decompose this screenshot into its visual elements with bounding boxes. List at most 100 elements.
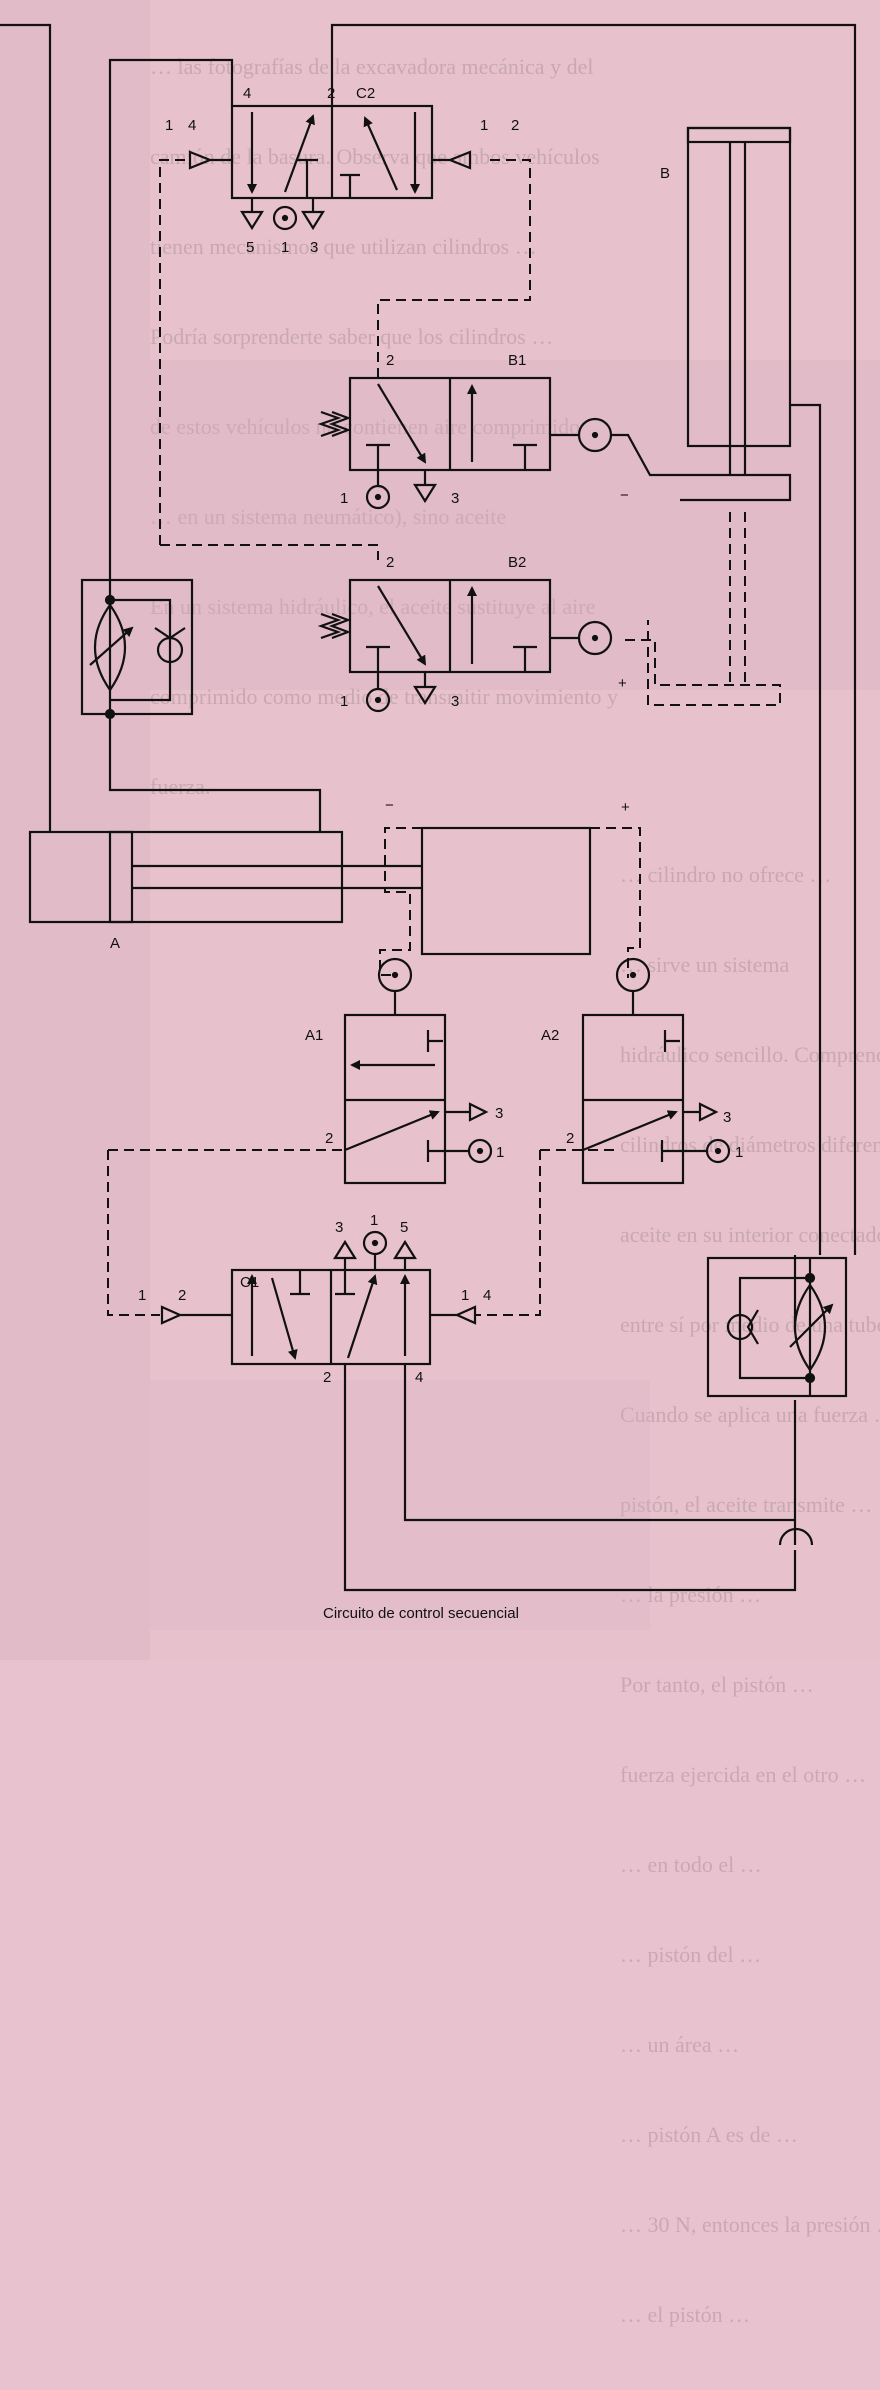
valve-a2-exhaust-3 xyxy=(683,1102,719,1122)
valve-b1-spring-icon xyxy=(317,410,352,438)
valve-a1-roller-icon xyxy=(377,957,413,993)
valve-b2-roller-dot xyxy=(591,634,599,642)
pilot-a2-to-c1-right xyxy=(475,1150,541,1316)
valve-b1-cam-minus xyxy=(611,433,792,502)
cylinder-a-cam-block xyxy=(420,826,592,956)
cylinder-b xyxy=(686,126,792,475)
cam-a-plus-dashed xyxy=(590,827,641,978)
bg-line: fuerza. xyxy=(150,774,211,799)
b2-port-3-label: 3 xyxy=(451,693,459,710)
bg-line: aceite en su interior conectados xyxy=(620,1222,880,1247)
valve-a2 xyxy=(581,957,731,1185)
flow-control-left-node-bottom xyxy=(104,708,116,720)
valve-a2-arrow-2-3 xyxy=(582,1110,678,1152)
flow-control-left-frame xyxy=(80,578,194,716)
c1-port-5-label: 5 xyxy=(400,1219,408,1236)
valve-c2-blocked-b xyxy=(340,173,360,198)
pipe-c2-port4-to-flow-control xyxy=(108,58,234,580)
pipe-flow-control-to-cylinder-a-right xyxy=(108,714,322,832)
valve-a1 xyxy=(343,957,493,1185)
c2-pilot-left-a-label: 1 xyxy=(165,117,173,134)
valve-b2-blocked-3 xyxy=(513,645,537,672)
bg-line: … el pistón … xyxy=(620,2302,751,2327)
bg-line: Cuando se aplica una fuerza … xyxy=(620,1402,880,1427)
a2-port-1-label: 1 xyxy=(735,1144,743,1161)
valve-b2-supply-dot xyxy=(374,696,382,704)
valve-c2 xyxy=(188,104,472,231)
valve-a2-roller-dot xyxy=(629,971,637,979)
valve-a2-blocked-1 xyxy=(660,1140,683,1162)
valve-c1-arrow-2-1 xyxy=(346,1274,378,1359)
c1-pilot-left-a-label: 1 xyxy=(138,1287,146,1304)
a1-port-3-label: 3 xyxy=(495,1105,503,1122)
labels: 4 2 C2 1 4 1 2 5 1 3 2 B1 1 3 − B 2 B2 1… xyxy=(110,85,743,1622)
flow-control-right-bypass xyxy=(738,1276,810,1380)
bg-line: tienen mecanismos que utilizan cilindros… xyxy=(150,234,537,259)
valve-a1-blocked-1 xyxy=(426,1140,445,1162)
valve-b2-blocked-1 xyxy=(366,645,390,672)
flow-control-right xyxy=(706,1256,848,1398)
cylinder-a-piston xyxy=(108,830,134,924)
cylinder-a-label: A xyxy=(110,935,120,952)
pilot-b2-port2 xyxy=(160,544,379,560)
a-plus-sign: + xyxy=(621,799,630,816)
cam-a-minus-dashed xyxy=(379,827,422,976)
a1-name-label: A1 xyxy=(305,1027,323,1044)
bg-line: Por tanto, el pistón … xyxy=(620,1672,814,1697)
valve-c1-arrow-down xyxy=(270,1277,298,1360)
cylinder-a-barrel xyxy=(28,830,344,924)
valve-a1-arrow-2-3 xyxy=(344,1110,440,1152)
valve-c2-exhaust-3 xyxy=(301,198,325,231)
c2-port-1-label: 1 xyxy=(281,239,289,256)
pipe-crossover-hop xyxy=(778,1527,814,1546)
pipe-c1-port2-loop xyxy=(343,1440,797,1592)
bg-line: Podría sorprenderte saber que los cilind… xyxy=(150,324,554,349)
flow-control-right-frame xyxy=(706,1256,848,1398)
valve-b1-supply-dot xyxy=(374,493,382,501)
cylinder-a xyxy=(28,826,592,956)
valve-b2-roller-icon xyxy=(577,620,613,656)
cylinder-b-label: B xyxy=(660,165,670,182)
page: … las fotografías de la excavadora mecán… xyxy=(0,23,880,2327)
bg-line: … 30 N, entonces la presión … xyxy=(620,2212,880,2237)
b1-name-label: B1 xyxy=(508,352,526,369)
bg-line: … las fotografías de la excavadora mecán… xyxy=(150,54,594,79)
valve-b1-blocked-1 xyxy=(366,443,390,470)
valve-c1-blocked-left xyxy=(290,1270,310,1296)
pilot-a1-to-c1-left xyxy=(107,1150,160,1316)
bg-line: … en un sistema neumático), sino aceite xyxy=(150,504,507,529)
valve-b1 xyxy=(317,376,792,510)
c2-port-3-label: 3 xyxy=(310,239,318,256)
valve-b2-spring-icon xyxy=(317,612,352,640)
pneumatic-circuit-diagram: 4 2 C2 1 4 1 2 5 1 3 2 B1 1 3 − B 2 B2 1… xyxy=(0,23,857,1622)
flow-control-right-check-seat xyxy=(746,1309,759,1345)
valve-a1-roller-dot xyxy=(391,971,399,979)
valve-a1-blocked-upper xyxy=(426,1030,443,1052)
c1-port-3-label: 3 xyxy=(335,1219,343,1236)
valve-c2-arrow-b xyxy=(363,116,399,191)
valve-b1-roller-dot xyxy=(591,431,599,439)
valve-c2-blocked-3 xyxy=(296,158,318,198)
c2-pilot-right-b-label: 2 xyxy=(511,117,519,134)
b2-name-label: B2 xyxy=(508,554,526,571)
c1-port-2-label: 2 xyxy=(323,1369,331,1386)
bg-line: … un área … xyxy=(620,2032,740,2057)
flow-control-right-adjust-arrow xyxy=(789,1303,834,1348)
valve-c2-supply-1 xyxy=(272,205,298,231)
flow-control-left-adjust-arrow xyxy=(89,626,134,666)
c1-name-label: C1 xyxy=(240,1274,259,1291)
valve-c2-exhaust-5 xyxy=(240,198,264,231)
solid-pipes xyxy=(0,23,857,1592)
b2-port-1-label: 1 xyxy=(340,693,348,710)
valve-c2-pilot-right xyxy=(432,150,472,170)
valve-c1-supply-dot xyxy=(371,1239,379,1247)
pilot-lines xyxy=(107,159,781,1316)
pipe-c1-port4 xyxy=(403,1440,795,1522)
valve-c2-pilot-left xyxy=(188,150,232,170)
c2-port-4-label: 4 xyxy=(243,85,251,102)
a2-port-3-label: 3 xyxy=(723,1109,731,1126)
b1-port-1-label: 1 xyxy=(340,490,348,507)
valve-a2-supply-dot xyxy=(714,1147,722,1155)
pipe-c2-port2-to-right-flow-control xyxy=(330,23,857,1255)
c1-port-1-label: 1 xyxy=(370,1212,378,1229)
